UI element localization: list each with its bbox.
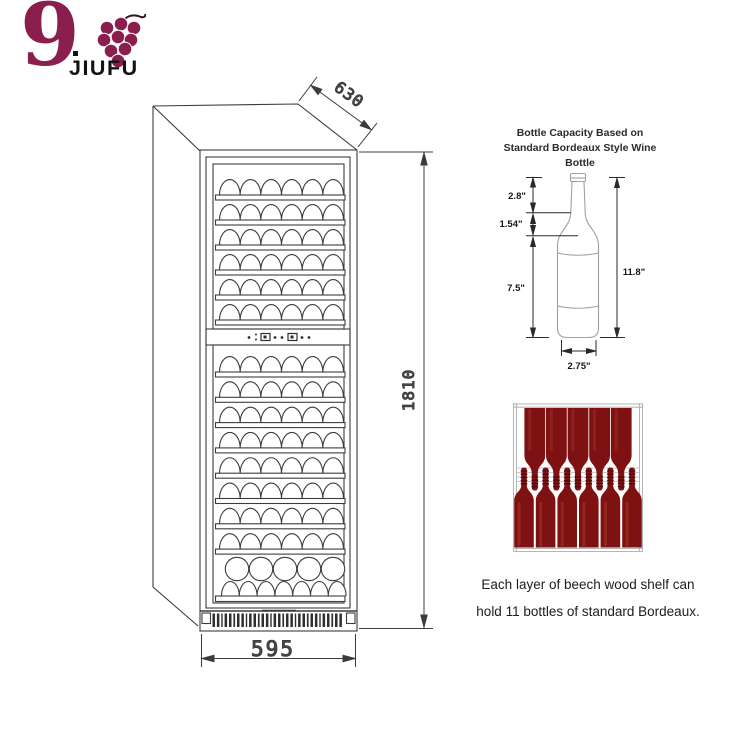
grape-bunch-icon [96, 13, 146, 68]
shoulder-height-label: 1.54" [500, 219, 523, 230]
shelf-caption: Each layer of beech wood shelf can hold … [452, 571, 724, 625]
brand-logo: 9 JIUFU [12, 0, 182, 106]
bottom-bottle-stack [214, 556, 347, 603]
depth-dimension-label: 630 [331, 77, 368, 111]
bottle-dimension-diagram: 2.8" 1.54" 7.5" 11.8" 2.75" [500, 172, 645, 372]
logo-brand-text: JIUFU [69, 56, 139, 80]
body-height-label: 7.5" [507, 283, 525, 294]
bottle-dimension-lines [526, 176, 625, 356]
vent-grille [212, 613, 342, 627]
shelf-capacity-graphic [512, 403, 644, 553]
control-panel-icons [247, 332, 311, 342]
logo-numeral: 9 [20, 0, 80, 86]
dimension-depth: 630 [298, 76, 378, 148]
bottle-title-line2: Standard Bordeaux Style Wine Bottle [503, 142, 657, 169]
neck-height-label: 2.8" [508, 191, 526, 202]
logo-j-dot [73, 51, 78, 56]
bottle-title-line1: Bottle Capacity Based on [516, 127, 644, 139]
base-width-label: 2.75" [568, 361, 591, 372]
cabinet-outline [152, 103, 358, 632]
height-dimension-label: 1810 [399, 369, 418, 412]
bottle-panel-title: Bottle Capacity Based on Standard Bordea… [490, 126, 670, 171]
upper-zone-shelves [214, 179, 346, 326]
lower-zone-shelves [214, 356, 346, 555]
total-height-label: 11.8" [623, 267, 645, 278]
shelf-caption-line2: hold 11 bottles of standard Bordeaux. [476, 604, 700, 619]
shelf-bottles [514, 408, 642, 548]
shelf-frame [512, 403, 644, 553]
dimension-height: 1810 [359, 151, 433, 629]
shelf-caption-line1: Each layer of beech wood shelf can [481, 577, 695, 592]
bottle-outline [556, 172, 600, 339]
cabinet-technical-drawing: 630 1810 595 [152, 76, 433, 667]
width-dimension-label: 595 [251, 637, 295, 661]
dimension-width: 595 [200, 634, 357, 667]
